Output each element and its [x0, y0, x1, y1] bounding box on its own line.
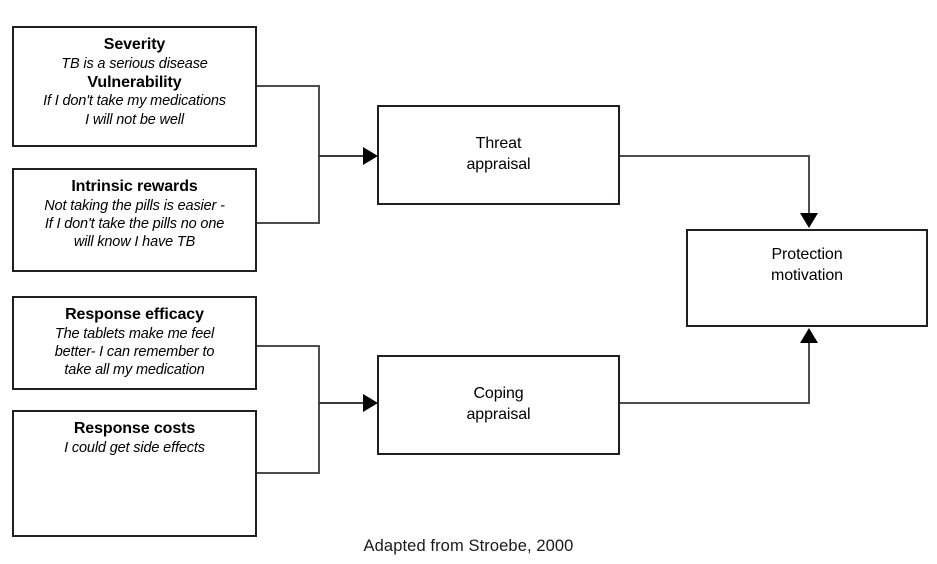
connector-threat-to-outcome-horizontal [620, 155, 810, 157]
construct-title-response-efficacy: Response efficacy [65, 306, 204, 323]
stage-label-coping-appraisal: Coping appraisal [466, 385, 531, 423]
outcome-box-protection-motivation: Protection motivation [686, 229, 928, 327]
arrowhead-into-protection-motivation-top [800, 213, 818, 228]
connector-severity-to-threat-bracket [257, 85, 320, 87]
connector-threat-bracket-to-stage [318, 155, 366, 157]
connector-threat-to-outcome-vertical [808, 155, 810, 215]
connector-efficacy-to-coping-bracket [257, 345, 320, 347]
stage-box-coping-appraisal: Coping appraisal [377, 355, 620, 455]
stage-label-threat-appraisal: Threat appraisal [466, 135, 531, 173]
construct-box-response-efficacy: Response efficacy The tablets make me fe… [12, 296, 257, 390]
connector-coping-to-outcome-vertical [808, 343, 810, 404]
construct-desc-response-costs: I could get side effects [64, 439, 205, 456]
construct-desc-vulnerability: If I don't take my medications I will no… [43, 93, 226, 128]
stage-box-threat-appraisal: Threat appraisal [377, 105, 620, 205]
construct-desc-severity: TB is a serious disease [61, 55, 208, 72]
construct-box-intrinsic-rewards: Intrinsic rewards Not taking the pills i… [12, 168, 257, 272]
construct-title-vulnerability: Vulnerability [87, 73, 182, 91]
arrowhead-into-threat-appraisal [363, 147, 378, 165]
connector-coping-bracket-to-stage [318, 402, 366, 404]
connector-intrinsic-to-threat-bracket [257, 222, 320, 224]
construct-desc-intrinsic-rewards: Not taking the pills is easier - If I do… [44, 197, 225, 251]
construct-title-intrinsic-rewards: Intrinsic rewards [71, 178, 198, 195]
construct-title-severity: Severity [103, 36, 166, 53]
construct-title-response-costs: Response costs [73, 420, 196, 437]
construct-box-response-costs: Response costs I could get side effects [12, 410, 257, 537]
connector-coping-bracket-spine [318, 345, 320, 474]
connector-costs-to-coping-bracket [257, 472, 320, 474]
connector-threat-bracket-spine [318, 85, 320, 224]
outcome-label-protection-motivation: Protection motivation [771, 246, 843, 284]
construct-desc-response-efficacy: The tablets make me feel better- I can r… [54, 325, 215, 379]
connector-coping-to-outcome-horizontal [620, 402, 810, 404]
diagram-caption: Adapted from Stroebe, 2000 [363, 537, 574, 555]
arrowhead-into-coping-appraisal [363, 394, 378, 412]
construct-box-severity-vulnerability: Severity TB is a serious disease Vulnera… [12, 26, 257, 147]
arrowhead-into-protection-motivation-bottom [800, 328, 818, 343]
